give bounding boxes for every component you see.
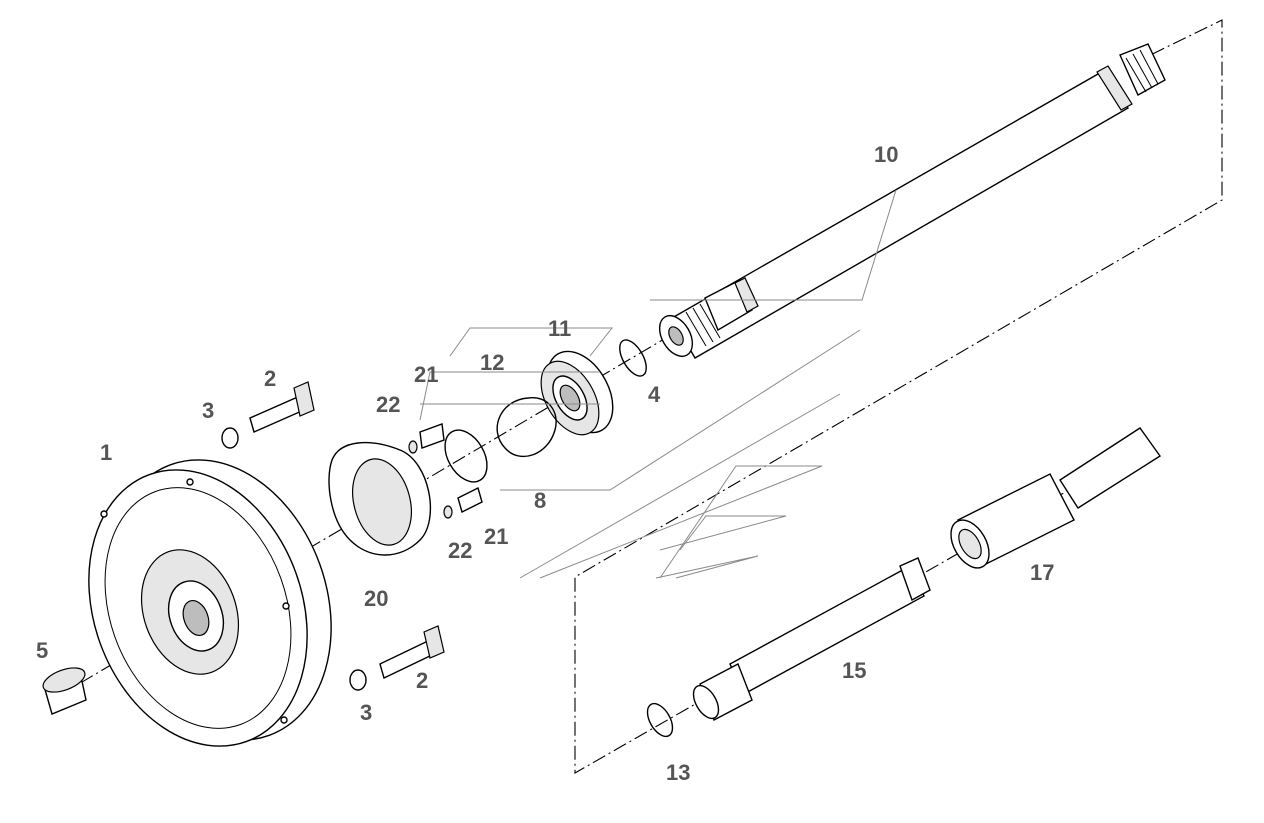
cap-part-5 [42,667,87,715]
screw-part-21-lower [443,486,483,519]
label-part-2-upper: 2 [264,366,276,391]
bearing-part-11 [540,350,614,436]
label-part-3-lower: 3 [360,700,372,725]
shaft-part-15 [692,557,931,721]
shaft-extension [1059,427,1161,509]
bolt-part-2-upper [249,381,315,433]
sleeve-part-17 [950,473,1075,569]
screw-part-21-upper [408,423,445,454]
shaft-part-10 [658,43,1166,359]
label-part-8: 8 [534,488,546,513]
label-part-4: 4 [648,382,661,407]
label-part-5: 5 [36,638,48,663]
label-part-13: 13 [666,760,690,785]
leader-lines [419,189,897,579]
label-part-21-lower: 21 [484,524,508,549]
bolt-part-2-lower [379,625,445,679]
label-part-22-upper: 22 [376,392,400,417]
label-part-3-upper: 3 [202,398,214,423]
label-part-21-upper: 21 [414,362,438,387]
label-part-2-lower: 2 [416,668,428,693]
o-ring-part-4 [619,339,647,377]
label-part-12: 12 [480,350,504,375]
snap-ring-part-12 [496,397,557,458]
washer-part-3-upper [221,427,239,449]
label-part-17: 17 [1030,560,1054,585]
plate-part-20 [328,441,432,556]
o-ring-part-13 [646,702,674,738]
retaining-ring-part-8 [444,429,488,483]
housing-part-1 [88,459,332,747]
washer-part-3-lower [349,669,367,691]
label-part-15: 15 [842,658,866,683]
label-part-11: 11 [548,316,571,341]
assembly-frame-line [574,19,1223,774]
label-part-22-lower: 22 [448,538,472,563]
label-part-20: 20 [364,586,388,611]
label-part-1: 1 [100,440,112,465]
label-part-10: 10 [874,142,898,167]
